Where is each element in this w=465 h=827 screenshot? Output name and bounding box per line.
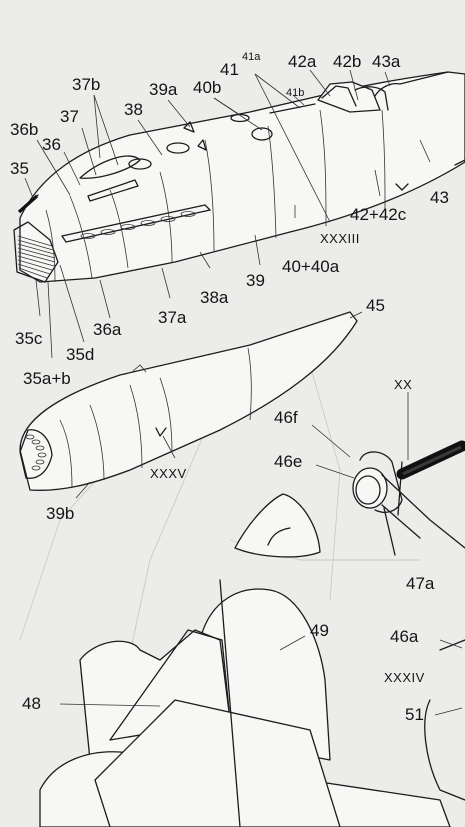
spinner-assembly xyxy=(352,440,465,556)
nose-cone xyxy=(234,493,321,558)
part-label-35c: 35c xyxy=(15,329,43,348)
part-label-38: 38 xyxy=(124,100,143,119)
part-label-35: 35 xyxy=(10,159,29,178)
upper-fuselage xyxy=(13,71,465,283)
part-label-37: 37 xyxy=(60,107,79,126)
part-label-36: 36 xyxy=(42,135,61,154)
part-label-39: 39 xyxy=(246,271,265,290)
roman-label-XXXIV: XXXIV xyxy=(384,670,425,685)
part-label-47a: 47a xyxy=(406,574,435,593)
part-label-36a: 36a xyxy=(93,320,122,339)
roman-label-XXXV: XXXV xyxy=(150,466,187,481)
part-label-35d: 35d xyxy=(66,345,95,364)
part-label-49: 49 xyxy=(310,621,329,640)
part-label-38a: 38a xyxy=(200,288,229,307)
part-label-41b: 41b xyxy=(286,87,305,99)
part-label-36b: 36b xyxy=(10,120,39,139)
part-label-41a: 41a xyxy=(242,51,261,63)
part-label-40-40a: 40+40a xyxy=(282,257,340,276)
roman-label-XXXIII: XXXIII xyxy=(320,231,360,246)
leader-lines xyxy=(24,69,463,716)
tail-surfaces xyxy=(39,579,465,827)
part-label-46a: 46a xyxy=(390,627,419,646)
part-label-37a: 37a xyxy=(158,308,187,327)
part-label-40b: 40b xyxy=(193,78,222,97)
part-label-43a: 43a xyxy=(372,52,401,71)
part-label-45: 45 xyxy=(366,296,385,315)
lower-fuselage xyxy=(19,311,358,491)
part-label-43: 43 xyxy=(430,188,449,207)
part-label-37b: 37b xyxy=(72,75,101,94)
part-label-42b: 42b xyxy=(333,52,362,71)
part-label-39a: 39a xyxy=(149,80,178,99)
part-label-48: 48 xyxy=(22,694,41,713)
part-label-46f: 46f xyxy=(274,408,298,427)
part-label-35a-b: 35a+b xyxy=(23,369,71,388)
part-label-39b: 39b xyxy=(46,504,75,523)
part-label-41: 41 xyxy=(220,60,239,79)
part-label-51: 51 xyxy=(405,705,424,724)
part-label-42a: 42a xyxy=(288,52,317,71)
part-label-46e: 46e xyxy=(274,452,303,471)
roman-label-XX: XX xyxy=(394,377,413,392)
part-label-42-42c: 42+42c xyxy=(350,205,407,224)
